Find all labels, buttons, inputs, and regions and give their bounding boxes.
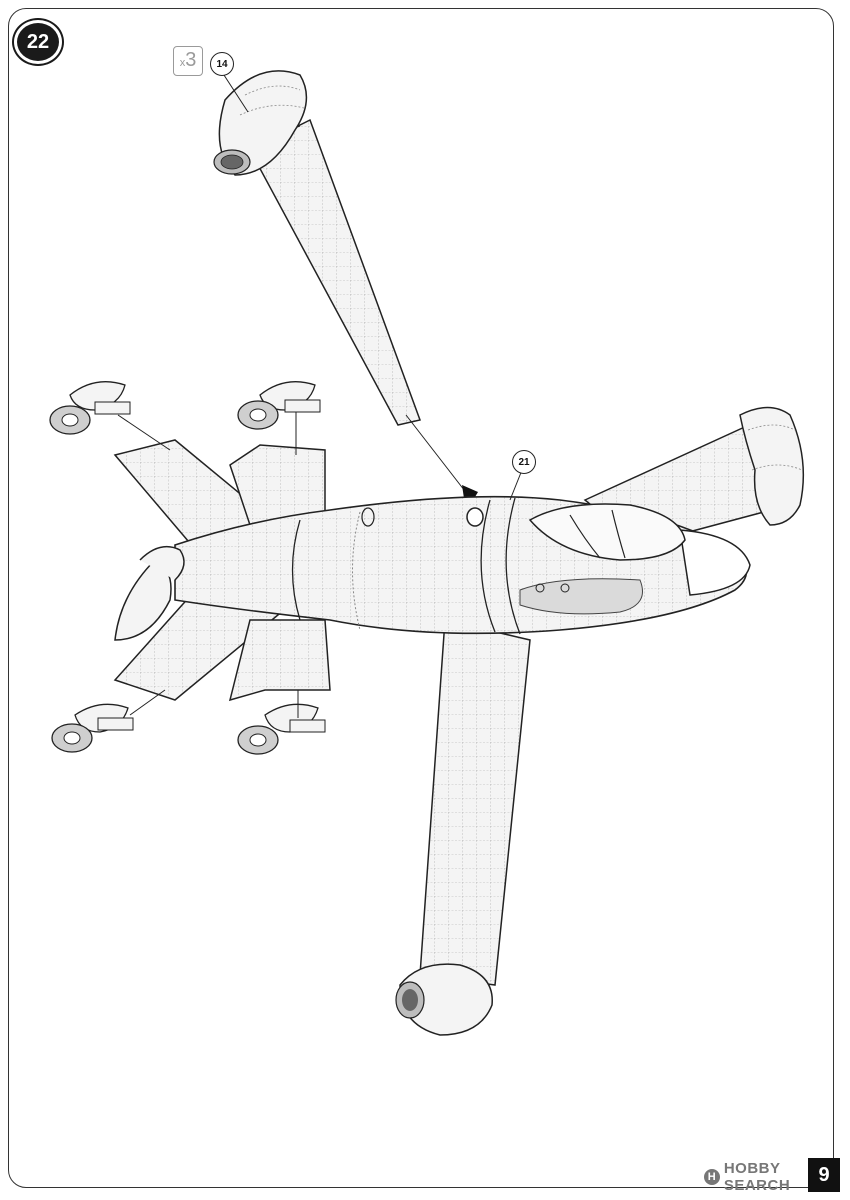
quantity-badge: x 3: [173, 46, 203, 76]
detached-wing: [213, 70, 421, 426]
right-engine-nacelle: [739, 406, 805, 526]
lower-wing: [395, 619, 531, 1036]
step-number: 22: [26, 30, 50, 53]
page-frame: [8, 8, 834, 1188]
part-callout-21: 21: [512, 450, 536, 474]
cockpit-canopy: [528, 503, 686, 561]
part-number: 21: [518, 456, 530, 468]
tail-exhaust: [114, 545, 185, 641]
hobby-search-logo-icon: H: [704, 1169, 720, 1185]
quantity-prefix: x: [179, 57, 186, 69]
landing-gear-lower-left: [51, 689, 166, 753]
part-number: 14: [216, 58, 228, 70]
wing-engine-nacelle: [213, 70, 308, 176]
landing-gear-lower-right: [237, 690, 326, 755]
quantity-count: 3: [185, 49, 197, 71]
part-callout-14: 14: [210, 52, 234, 76]
landing-gear-upper-left: [49, 381, 171, 451]
lower-engine-nacelle: [395, 963, 493, 1036]
step-number-badge: 22: [14, 20, 62, 64]
cockpit-interior: [519, 578, 643, 615]
watermark-text: HOBBY SEARCH: [723, 1160, 791, 1194]
page-number: 9: [808, 1158, 840, 1192]
fuselage: [174, 495, 751, 635]
watermark: H HOBBY SEARCH: [704, 1160, 850, 1194]
nose-cone: [679, 529, 751, 596]
fuselage-hatch: [361, 507, 484, 527]
callout-21-leader: [509, 469, 523, 501]
assembly-leader-line: [405, 414, 469, 496]
page-number-value: 9: [818, 1163, 830, 1186]
landing-gear-upper-right: [237, 381, 321, 455]
callout-14-leader: [221, 71, 249, 113]
